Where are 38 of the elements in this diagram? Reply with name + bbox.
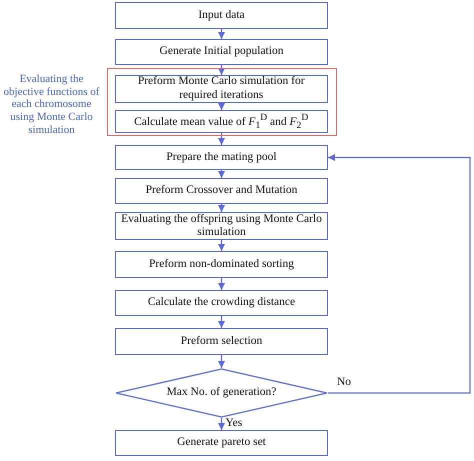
arrow xyxy=(218,418,226,430)
step-text: Generate Initial population xyxy=(158,45,284,59)
arrow xyxy=(218,29,226,39)
process-box xyxy=(115,39,328,65)
arrow xyxy=(218,204,226,212)
arrow xyxy=(328,154,471,394)
arrow xyxy=(218,355,226,368)
step-text: Generate pareto set xyxy=(176,436,267,450)
annotation-text: Evaluating the objective functions of each chromosome using Monte Carlo simulation xyxy=(2,73,100,136)
process-box xyxy=(115,251,328,278)
step-text: Preform selection xyxy=(180,334,264,348)
step-text: Max No. of generation? xyxy=(166,386,278,400)
arrow xyxy=(218,133,226,145)
process-box xyxy=(115,145,328,170)
arrow xyxy=(218,278,226,290)
arrow xyxy=(218,316,226,328)
group-frame xyxy=(107,68,337,136)
process-box xyxy=(115,328,328,355)
process-box xyxy=(115,178,328,204)
step-text: Prepare the mating pool xyxy=(165,150,278,164)
process-box xyxy=(115,290,328,316)
arrow xyxy=(218,65,226,75)
step-text: Evaluating the offspring using Monte Carlo simulation xyxy=(120,212,323,240)
process-box xyxy=(114,74,328,103)
step-text: Calculate the crowding distance xyxy=(146,296,296,310)
arrow xyxy=(218,102,226,110)
edge-label: No xyxy=(336,376,352,388)
arrow xyxy=(218,170,226,178)
edge-label: Yes xyxy=(224,417,244,429)
step-text: Preform non-dominated sorting xyxy=(148,258,295,272)
process-box xyxy=(115,2,328,29)
arrow xyxy=(218,240,226,251)
process-box xyxy=(114,110,328,133)
step-text: Input data xyxy=(197,8,246,22)
step-text: Preform Monte Carlo simulation for required iterations xyxy=(136,75,306,102)
decision-diamond xyxy=(115,368,328,418)
step-text: Preform Crossover and Mutation xyxy=(144,184,298,198)
process-box xyxy=(115,430,328,456)
